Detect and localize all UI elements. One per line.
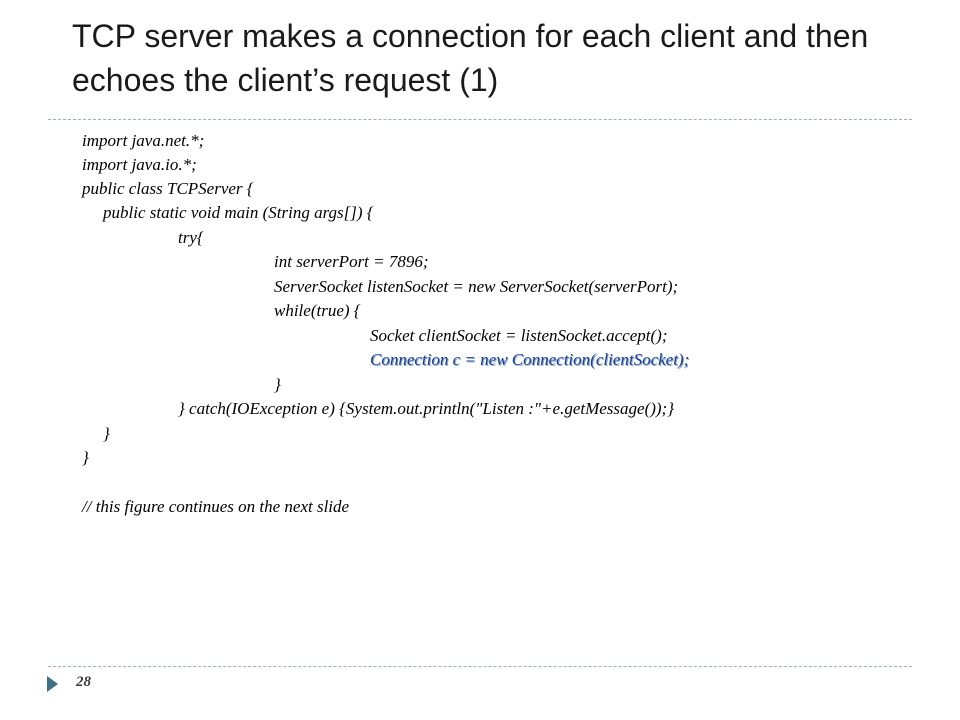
- code-line: }: [274, 375, 281, 394]
- slide-title: TCP server makes a connection for each c…: [72, 18, 869, 98]
- bottom-divider: [48, 666, 912, 667]
- code-line: while(true) {: [274, 301, 361, 320]
- code-line-highlighted: Connection c = new Connection(clientSock…: [370, 350, 690, 369]
- code-line: import java.net.*;: [82, 131, 205, 150]
- code-line: public static void main (String args[]) …: [103, 203, 374, 222]
- top-divider: [48, 119, 912, 120]
- code-comment: // this figure continues on the next sli…: [82, 497, 350, 516]
- code-line: }: [103, 424, 110, 443]
- code-line: ServerSocket listenSocket = new ServerSo…: [274, 277, 679, 296]
- code-line: Socket clientSocket = listenSocket.accep…: [370, 326, 668, 345]
- code-line: import java.io.*;: [82, 155, 197, 174]
- code-line: try{: [178, 228, 204, 247]
- triangle-right-icon: [47, 676, 58, 692]
- code-line: public class TCPServer {: [82, 179, 254, 198]
- code-line: } catch(IOException e) {System.out.print…: [178, 399, 675, 418]
- code-line: }: [82, 448, 89, 467]
- slide-number: 28: [76, 674, 91, 690]
- code-line: int serverPort = 7896;: [274, 252, 429, 271]
